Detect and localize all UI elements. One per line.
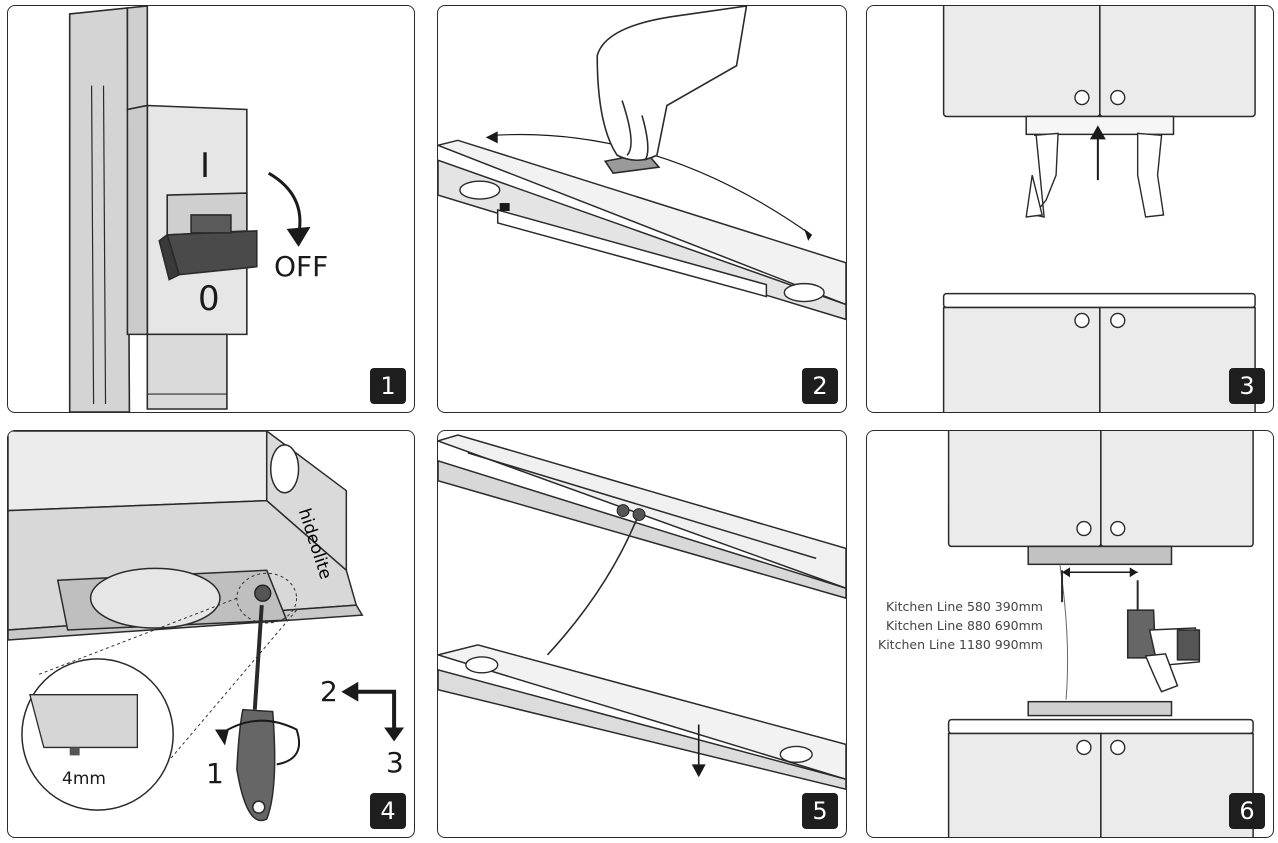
length-spec-list: Kitchen Line 580 390mm Kitchen Line 880 … xyxy=(873,597,1043,654)
right-hand-icon xyxy=(1136,132,1165,218)
screw-icon xyxy=(254,584,272,602)
drill-and-mount-illustration xyxy=(947,431,1254,837)
cabinet-knob xyxy=(1110,520,1126,537)
cabinet-knob xyxy=(1110,739,1126,756)
switch-off-position-label: 0 xyxy=(198,279,220,319)
screwdriver-icon xyxy=(236,605,276,822)
cabinet-knob xyxy=(1076,739,1092,756)
lower-cabinet-right-door xyxy=(1100,732,1254,837)
lower-cabinet-left-door xyxy=(947,732,1102,837)
step-3-panel: 3 xyxy=(866,5,1274,413)
connector-port-icon xyxy=(632,508,646,522)
cabinet-knob xyxy=(1110,312,1126,329)
gap-measurement-label: 4mm xyxy=(62,769,106,789)
step-5-panel: 5 xyxy=(437,430,847,838)
cabinet-knob xyxy=(1076,520,1092,537)
tighten-screw-illustration: hideolite xyxy=(8,431,405,822)
circuit-breaker-illustration xyxy=(68,6,311,412)
connector-port-icon xyxy=(616,504,630,518)
step-number-badge: 2 xyxy=(802,368,838,404)
mounted-light-bar xyxy=(1027,700,1173,717)
length-spec-item: Kitchen Line 880 690mm xyxy=(885,618,1043,633)
position-under-cabinet-illustration xyxy=(942,6,1256,412)
step-number-badge: 1 xyxy=(370,368,406,404)
cabinet-knob xyxy=(1074,312,1090,329)
lower-cabinet-left-door xyxy=(942,306,1101,412)
peel-protective-film-illustration xyxy=(438,6,846,321)
left-socket-icon xyxy=(465,656,499,674)
left-socket-icon xyxy=(459,180,501,200)
step-number-badge: 5 xyxy=(802,793,838,829)
power-cable xyxy=(546,518,638,656)
connect-and-lower-illustration xyxy=(438,434,846,791)
drill-icon xyxy=(1126,580,1201,693)
mounting-template xyxy=(1027,545,1173,566)
step-2-panel: 2 xyxy=(437,5,847,413)
upper-cabinet-right-door xyxy=(1100,431,1254,548)
right-socket-icon xyxy=(783,282,825,303)
right-socket-icon xyxy=(779,745,813,764)
step-1-panel: I 0 OFF 1 xyxy=(7,5,415,413)
step-6-panel: Kitchen Line 580 390mm Kitchen Line 880 … xyxy=(866,430,1274,838)
step-4-panel: hideolite 4mm 1 2 3 4 xyxy=(7,430,415,838)
cabinet-knob xyxy=(1074,89,1090,106)
step-number-badge: 6 xyxy=(1229,793,1265,829)
step-number-badge: 3 xyxy=(1229,368,1265,404)
push-step-label: 3 xyxy=(386,746,404,779)
length-spec-item: Kitchen Line 580 390mm xyxy=(885,599,1043,614)
length-spec-item: Kitchen Line 1180 990mm xyxy=(878,637,1043,652)
cabinet-knob xyxy=(1110,89,1126,106)
rotate-step-label: 1 xyxy=(206,757,224,790)
upper-cabinet-right-door xyxy=(1099,6,1256,118)
slide-step-label: 2 xyxy=(320,675,338,708)
off-action-label: OFF xyxy=(274,250,329,283)
step-number-badge: 4 xyxy=(370,793,406,829)
switch-on-label: I xyxy=(200,146,211,186)
